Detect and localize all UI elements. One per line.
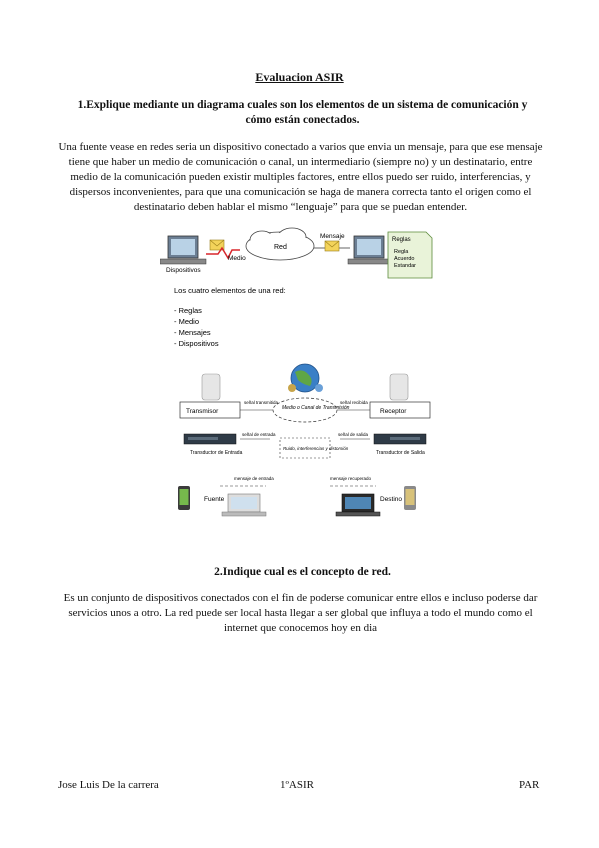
ruido-label: Ruido, interferencias y distorsión <box>283 446 349 451</box>
list-item-reglas: - Reglas <box>174 306 202 315</box>
globe-icon <box>288 363 323 393</box>
transductor-salida-label: Transductor de Salida <box>376 450 425 456</box>
ruido-box <box>279 437 331 459</box>
network-elements-figure: Medio Dispositivos Red Mensaje Reglas Re… <box>160 227 433 348</box>
red-label: Red <box>274 244 287 251</box>
medio-label: Medio <box>228 255 246 262</box>
destino-label: Destino <box>380 496 402 503</box>
question-1-answer: Una fuente vease en redes seria un dispo… <box>58 141 543 213</box>
senal-transmitida-label: señal transmitida <box>244 400 279 405</box>
receiver-device-icon <box>389 373 409 401</box>
envelope-icon-left <box>209 239 225 251</box>
mensaje-entrada-label: mensaje de entrada <box>234 476 274 481</box>
list-item-mensajes: - Mensajes <box>174 328 211 337</box>
switch-right-icon <box>373 433 427 445</box>
red-cloud-icon <box>245 227 315 261</box>
reglas-box-line-4: Estandar <box>394 263 416 269</box>
medio-link <box>206 246 240 260</box>
rules-note-icon <box>387 231 433 279</box>
dispositivos-label: Dispositivos <box>166 267 201 274</box>
transductor-entrada-label: Transductor de Entrada <box>190 450 243 456</box>
footer-course: 1ºASIR <box>280 779 314 791</box>
footer-author: Jose Luis De la carrera <box>58 779 159 791</box>
reglas-box-line-2: Regla <box>394 249 409 255</box>
laptop-left-icon <box>221 493 267 517</box>
list-item-dispositivos: - Dispositivos <box>174 339 219 348</box>
question-1-heading: 1.Explique mediante un diagrama cuales s… <box>77 99 528 126</box>
switch-left-icon <box>183 433 237 445</box>
document-title: Evaluacion ASIR <box>255 70 344 84</box>
senal-salida-label: señal de salida <box>338 432 369 437</box>
footer-tag: PAR <box>519 779 540 791</box>
senal-recibida-label: señal recibida <box>340 400 368 405</box>
reglas-box-line-3: Acuerdo <box>394 256 415 262</box>
transmisor-label: Transmisor <box>186 408 219 415</box>
list-title: Los cuatro elementos de una red: <box>174 286 286 295</box>
mensaje-label: Mensaje <box>320 233 345 240</box>
reglas-box-line-1: Reglas <box>392 237 411 243</box>
senal-entrada-label: señal de entrada <box>242 432 276 437</box>
right-computer-icon <box>347 235 391 265</box>
list-item-medio: - Medio <box>174 317 199 326</box>
left-computer-icon <box>160 235 207 265</box>
communication-system-figure: Transmisor Receptor Medio o Canal de Tra… <box>178 363 431 517</box>
medio-canal-label: Medio o Canal de Transmisión <box>282 405 350 411</box>
envelope-icon-right <box>324 240 340 252</box>
fuente-label: Fuente <box>204 496 225 503</box>
phone-right-icon <box>404 486 416 510</box>
transmitter-device-icon <box>201 373 221 401</box>
laptop-right-icon <box>335 493 381 517</box>
receptor-label: Receptor <box>380 408 407 415</box>
question-2-answer: Es un conjunto de dispositivos conectado… <box>63 592 538 634</box>
question-2-heading: 2.Indique cual es el concepto de red. <box>214 566 391 578</box>
mensaje-recuperado-label: mensaje recuperado <box>330 476 372 481</box>
phone-left-icon <box>178 486 190 510</box>
